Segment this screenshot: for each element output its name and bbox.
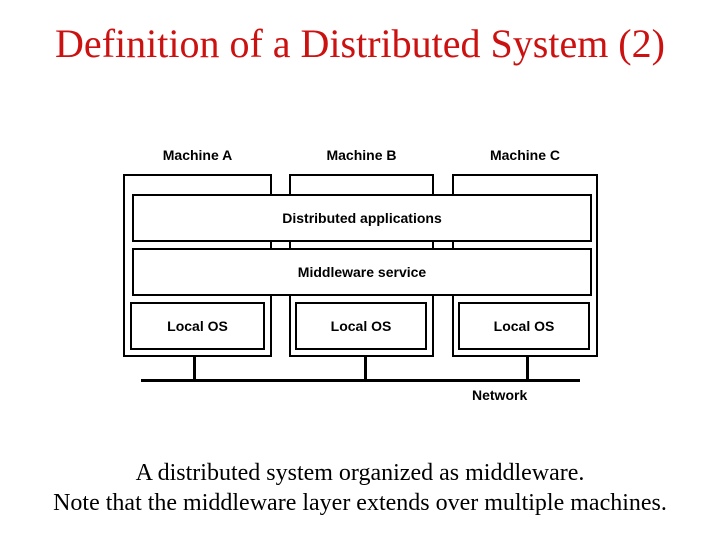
distributed-applications-label: Distributed applications (282, 210, 442, 226)
machine-c-network-connector (526, 357, 529, 380)
local-os-c-box: Local OS (458, 302, 590, 350)
slide-title: Definition of a Distributed System (2) (55, 21, 665, 66)
middleware-service-label: Middleware service (297, 264, 427, 280)
local-os-b-label: Local OS (330, 318, 392, 334)
machine-b-label: Machine B (326, 147, 397, 163)
machine-c-label: Machine C (489, 147, 560, 163)
network-label: Network (472, 387, 528, 403)
caption-line-2: Note that the middleware layer extends o… (53, 490, 667, 516)
machine-b-network-connector (364, 357, 367, 380)
network-line (141, 379, 580, 382)
local-os-a-label: Local OS (167, 318, 228, 334)
slide-caption: A distributed system organized as middle… (0, 458, 720, 518)
local-os-c-label: Local OS (493, 318, 555, 334)
machine-a-label: Machine A (162, 147, 233, 163)
caption-line-1: A distributed system organized as middle… (135, 460, 585, 486)
machine-a-network-connector (193, 357, 196, 380)
distributed-applications-box: Distributed applications (132, 194, 592, 242)
local-os-a-box: Local OS (130, 302, 265, 350)
middleware-service-box: Middleware service (132, 248, 592, 296)
local-os-b-box: Local OS (295, 302, 427, 350)
